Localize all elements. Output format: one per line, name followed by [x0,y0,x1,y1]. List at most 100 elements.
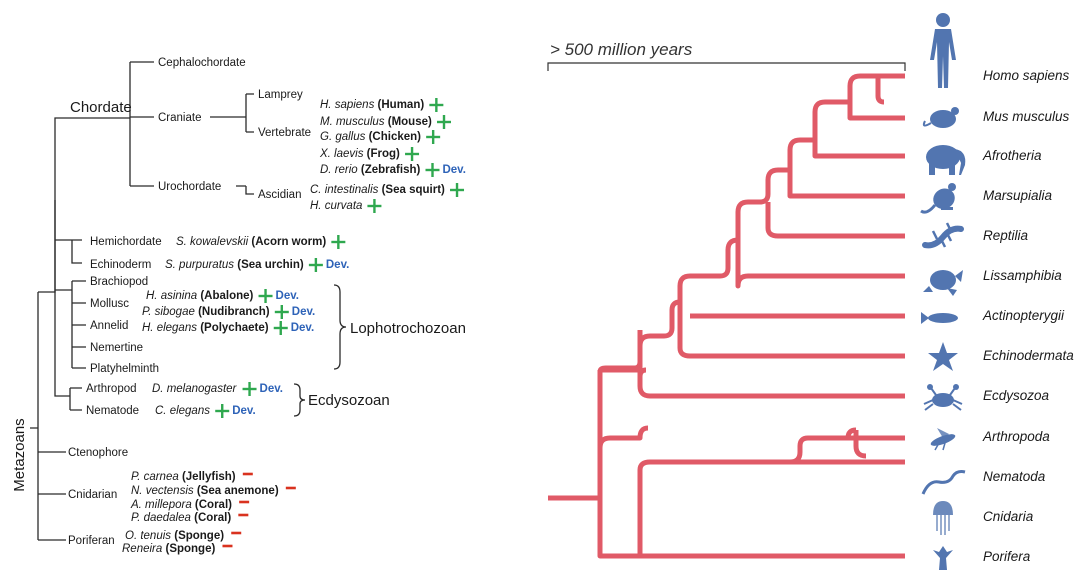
plus-icon [274,305,289,319]
clade-hemichordate: Hemichordate [90,236,162,248]
clade-ascidian: Ascidian [258,189,301,201]
species-row: D. rerio (Zebrafish) [320,164,420,176]
clade-nematode: Nematode [86,405,139,417]
clade-cephalochordate: Cephalochordate [158,57,246,69]
crab-icon [923,384,963,411]
plus-icon [425,163,440,177]
group-ecdysozoan: Ecdysozoan [308,392,390,409]
clade-platyhelminth: Platyhelminth [90,363,159,375]
clade-nemertine: Nemertine [90,342,143,354]
clade-annelid: Annelid [90,320,128,332]
plus-icon [215,404,230,418]
clade-ctenophore: Ctenophore [68,447,128,459]
plus-icon [308,258,323,272]
clade-poriferan: Poriferan [68,535,115,547]
clade-arthropod: Arthropod [86,383,137,395]
plus-icon [429,98,444,112]
timescale-bracket [547,62,906,71]
species-row: H. elegans (Polychaete) [142,322,269,334]
starfish-icon [928,342,958,371]
species-row: D. melanogaster [152,383,238,395]
species-row: C. intestinalis (Sea squirt) [310,184,445,196]
plus-icon [273,321,288,335]
clade-craniate: Craniate [158,112,201,124]
species-row: X. laevis (Frog) [319,148,400,160]
right-tree-branches [548,73,905,559]
taxon-labels: Homo sapiens Mus musculus Afrotheria Mar… [982,68,1074,564]
mouse-icon [922,107,959,128]
clade-mollusc: Mollusc [90,298,129,310]
lizard-icon [922,222,964,249]
dev-tag: Dev. [232,405,255,417]
left-tree-branches [30,61,254,541]
taxon-label: Homo sapiens [983,68,1070,83]
fish-icon [921,312,958,324]
species-row: N. vectensis (Sea anemone) [131,485,279,497]
plus-icon [331,235,346,249]
clade-cnidarian: Cnidarian [68,489,117,501]
jellyfish-icon [933,501,953,535]
species-row: O. tenuis (Sponge) [125,530,224,542]
species-marks: Dev. Dev. Dev. Dev. Dev. Dev. Dev. [215,98,466,548]
species-row: G. gallus (Chicken) [320,131,421,143]
ecdysozoan-brace [293,383,306,417]
species-row: A. millepora (Coral) [130,499,232,511]
taxon-label: Lissamphibia [983,268,1062,283]
species-row: H. asinina (Abalone) [146,290,254,302]
taxon-label: Arthropoda [982,429,1050,444]
plus-icon [437,115,451,129]
taxon-label: Porifera [983,549,1031,564]
clade-lamprey: Lamprey [258,89,303,101]
dev-tag: Dev. [291,322,314,334]
species-row: C. elegans [155,405,210,417]
species-row: P. daedalea (Coral) [131,512,231,524]
taxon-label: Reptilia [983,228,1029,243]
human-icon [930,13,956,88]
dev-tag: Dev. [260,383,283,395]
fly-icon [930,428,956,451]
dev-tag: Dev. [442,164,465,176]
sponge-icon [933,546,953,570]
lophotrochozoan-brace [333,284,347,370]
taxon-label: Afrotheria [982,148,1042,163]
worm-icon [921,470,966,495]
taxon-label: Mus musculus [983,109,1070,124]
taxon-label: Nematoda [983,469,1046,484]
clade-brachiopod: Brachiopod [90,276,148,288]
taxon-label: Ecdysozoa [983,388,1050,403]
kangaroo-icon [920,183,956,214]
plus-icon [242,382,257,396]
right-cladogram: > 500 million years [547,13,1074,570]
plus-icon [426,130,441,144]
species-row: P. carnea (Jellyfish) [131,471,236,483]
plus-icon [450,183,465,197]
group-chordate: Chordate [70,99,132,116]
dev-tag: Dev. [326,259,349,271]
timescale-label: > 500 million years [550,40,693,59]
elephant-icon [926,145,966,175]
taxon-label: Echinodermata [983,348,1074,363]
plus-icon [258,289,273,303]
taxon-label: Marsupialia [983,188,1053,203]
species-row: P. sibogae (Nudibranch) [142,306,270,318]
species-row: M. musculus (Mouse) [320,116,432,128]
clade-urochordate: Urochordate [158,181,221,193]
species-row: Reneira (Sponge) [122,543,215,555]
species-row: H. curvata [310,200,362,212]
dev-tag: Dev. [292,306,315,318]
root-label: Metazoans [11,418,28,491]
clade-vertebrate: Vertebrate [258,127,311,139]
species-row: S. kowalevskii (Acorn worm) [176,236,326,248]
silhouettes [920,13,966,570]
taxon-label: Actinopterygii [982,308,1065,323]
group-lophotrochozoan: Lophotrochozoan [350,320,466,337]
clade-echinoderm: Echinoderm [90,259,151,271]
taxon-label: Cnidaria [983,509,1034,524]
plus-icon [405,147,420,161]
dev-tag: Dev. [276,290,299,302]
species-row: H. sapiens (Human) [320,99,424,111]
frog-icon [923,270,963,296]
species-list: H. sapiens (Human) M. musculus (Mouse) G… [122,99,445,555]
plus-icon [367,199,382,213]
